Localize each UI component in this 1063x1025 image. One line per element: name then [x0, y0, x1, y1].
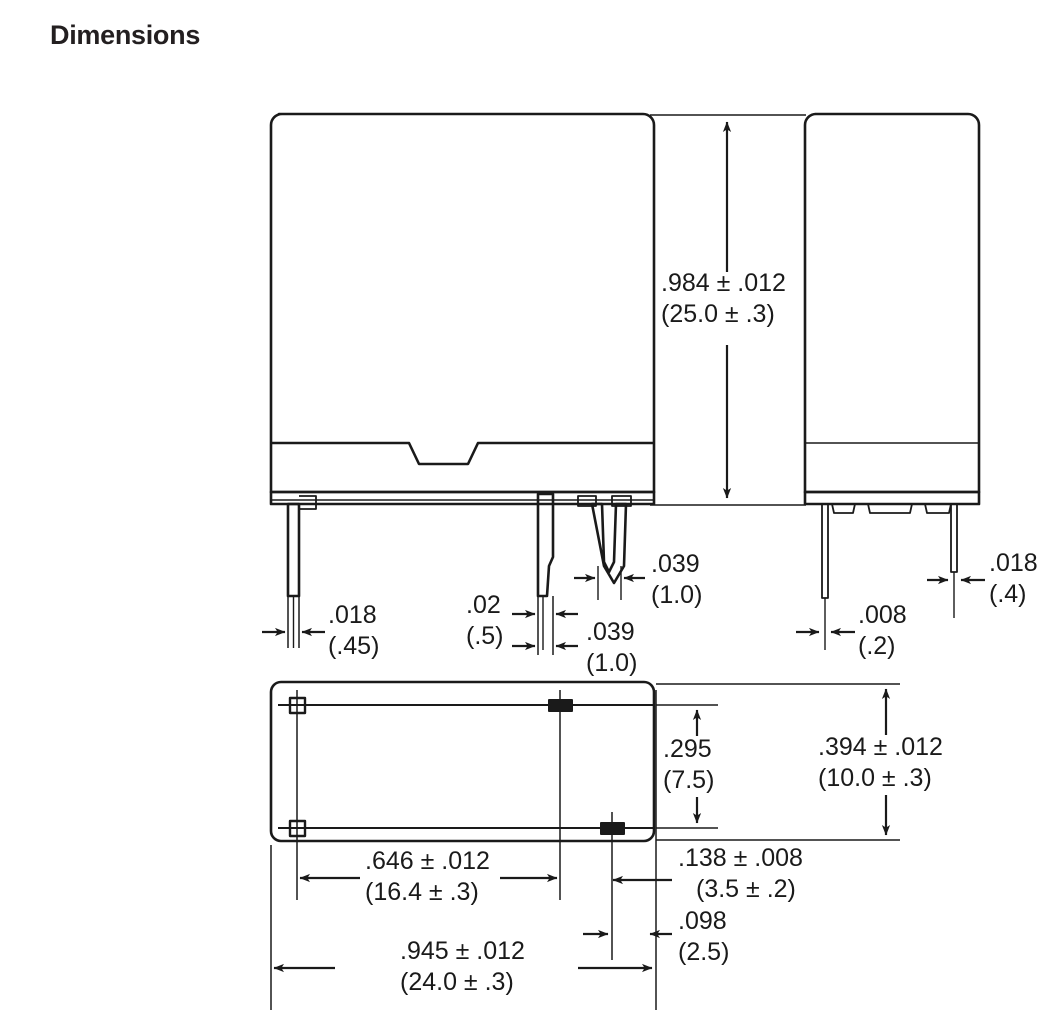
side-body-outline — [803, 112, 981, 494]
bottom-body-outline — [269, 680, 656, 843]
side-pin-right — [950, 503, 958, 573]
side-pin-left — [821, 503, 829, 599]
label-depth-metric: (10.0 ± .3) — [818, 764, 932, 792]
label-gapupper-imperial: .039 — [651, 550, 700, 578]
side-terminal-tab-2 — [867, 503, 913, 514]
label-height-metric: (25.0 ± .3) — [661, 300, 775, 328]
label-sidethickness-metric: (.2) — [858, 632, 896, 660]
label-gaplower-metric: (1.0) — [586, 649, 637, 677]
front-body-outline — [269, 112, 656, 494]
label-depth-imperial: .394 ± .012 — [818, 733, 943, 761]
label-padspan-metric: (16.4 ± .3) — [365, 878, 479, 906]
label-padpitch-metric: (7.5) — [663, 766, 714, 794]
label-pincenter-metric: (.5) — [466, 622, 504, 650]
side-terminal-tab-1 — [831, 503, 856, 514]
label-gaplower-imperial: .039 — [586, 618, 635, 646]
label-height-imperial: .984 ± .012 — [661, 269, 786, 297]
dimension-labels: .984 ± .012 (25.0 ± .3) .018 (.45) .02 (… — [328, 269, 1038, 996]
front-pin-left-tab — [299, 495, 317, 510]
label-pinleft-imperial: .018 — [328, 601, 377, 629]
front-pin-center — [536, 492, 555, 598]
label-padedge-imperial: .098 — [678, 907, 727, 935]
dimension-arrows — [262, 121, 985, 973]
label-padoffset-imperial: .138 ± .008 — [678, 844, 803, 872]
bottom-view — [269, 680, 656, 843]
label-padspan-imperial: .646 ± .012 — [365, 847, 490, 875]
label-gapupper-metric: (1.0) — [651, 581, 702, 609]
label-width-imperial: .945 ± .012 — [400, 937, 525, 965]
label-padpitch-imperial: .295 — [663, 735, 712, 763]
label-pinleft-metric: (.45) — [328, 632, 379, 660]
side-view — [803, 112, 981, 650]
extension-lines — [270, 114, 900, 1010]
label-sidewidth-imperial: .018 — [989, 549, 1038, 577]
front-view — [269, 112, 656, 650]
side-base-flange — [803, 490, 981, 506]
label-pincenter-imperial: .02 — [466, 591, 501, 619]
page-title: Dimensions — [50, 20, 201, 50]
side-terminal-tab-3 — [924, 503, 952, 514]
label-sidethickness-imperial: .008 — [858, 601, 907, 629]
label-padedge-metric: (2.5) — [678, 938, 729, 966]
front-pin-pair-tab-left — [577, 495, 597, 507]
front-pin-left — [286, 502, 301, 598]
front-body-notch-line — [271, 441, 654, 466]
front-pin-pair — [590, 502, 628, 585]
label-sidewidth-metric: (.4) — [989, 580, 1027, 608]
label-width-metric: (24.0 ± .3) — [400, 968, 514, 996]
front-pin-pair-tab-right — [611, 495, 632, 507]
label-padoffset-metric: (3.5 ± .2) — [696, 875, 796, 903]
